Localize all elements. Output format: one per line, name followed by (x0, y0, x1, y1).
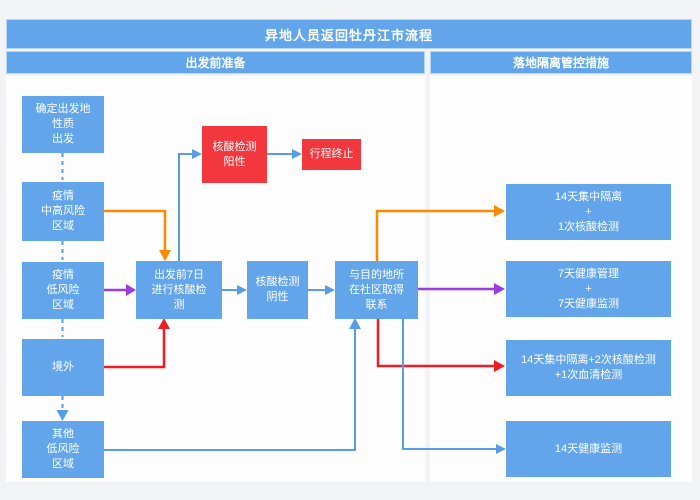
node-14d-health-monitoring: 14天健康监测 (506, 421, 671, 477)
node-contact-community: 与目的地所 在社区取得 联系 (335, 261, 418, 319)
node-test-negative: 核酸检测 阴性 (247, 261, 308, 319)
node-trip-end: 行程终止 (302, 139, 361, 170)
node-overseas: 境外 (22, 339, 104, 396)
node-test-positive: 核酸检测 阳性 (202, 126, 267, 183)
page-title: 异地人员返回牡丹江市流程 (6, 19, 692, 49)
node-14d-quarantine-1test: 14天集中隔离 + 1次核酸检测 (506, 184, 671, 240)
node-pre-departure-test: 出发前7日 进行核酸检 测 (136, 261, 222, 319)
node-other-low-risk: 其他 低风险 区域 (22, 421, 104, 478)
section-header-pre-departure: 出发前准备 (6, 51, 425, 74)
node-origin: 确定出发地 性质 出发 (22, 96, 104, 153)
node-low-risk: 疫情 低风险 区域 (22, 262, 104, 319)
node-7d-management-7d-monitoring: 7天健康管理 + 7天健康监测 (506, 261, 671, 317)
node-14d-quarantine-2tests-serum: 14天集中隔离+2次核酸检测 +1次血清检测 (506, 340, 671, 396)
node-mid-high-risk: 疫情 中高风险 区域 (22, 182, 104, 241)
section-header-arrival-measures: 落地隔离管控措施 (430, 51, 692, 74)
